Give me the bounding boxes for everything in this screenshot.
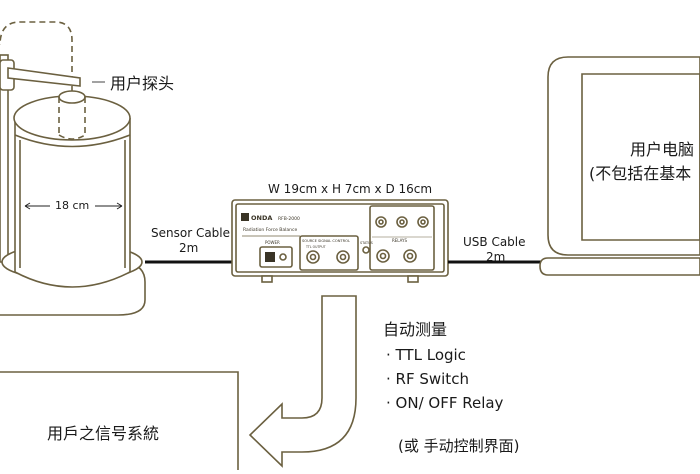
probe-cable	[0, 21, 73, 92]
tank-width-label: 18 cm	[55, 199, 90, 212]
flow-arrow	[248, 295, 357, 468]
probe-label: 用户探头	[110, 74, 175, 93]
user-probe	[58, 90, 86, 140]
sensor-cable-label: Sensor Cable	[151, 226, 231, 240]
device-status-label: STATUS	[360, 241, 373, 245]
tank-width-dimension	[24, 202, 123, 210]
device-brand: ONDA	[251, 214, 272, 222]
device-ttl-output-label: TTL OUTPUT	[305, 245, 326, 249]
sensor-cable-length: 2m	[179, 241, 199, 255]
water-tank	[13, 95, 131, 288]
bullet-ttl-logic: · TTL Logic	[386, 346, 466, 364]
rfb-device	[231, 199, 449, 283]
usb-cable-label: USB Cable	[463, 235, 526, 249]
signal-system-box	[0, 371, 239, 470]
balance-stand	[0, 54, 81, 291]
signal-system-label: 用戶之信号系統	[47, 424, 160, 443]
bullet-on-off-relay: · ON/ OFF Relay	[386, 394, 504, 412]
device-relays-label: RELAYS	[392, 238, 407, 243]
device-dimensions-label: W 19cm x H 7cm x D 16cm	[268, 182, 433, 196]
bullet-rf-switch: · RF Switch	[386, 370, 469, 388]
user-computer	[539, 56, 700, 276]
device-subtitle: Radiation Force Balance	[243, 227, 297, 233]
usb-cable-length: 2m	[486, 250, 506, 264]
device-power-label: POWER	[265, 240, 280, 245]
computer-label-line2: (不包括在基本	[589, 164, 692, 183]
device-model: RFB-2000	[278, 216, 300, 222]
computer-label-line1: 用户电脑	[630, 140, 695, 159]
auto-measure-label: 自动测量	[383, 320, 448, 339]
manual-control-note: (或 手动控制界面)	[398, 437, 520, 455]
device-source-control-label: SOURCE SIGNAL CONTROL	[302, 239, 350, 243]
